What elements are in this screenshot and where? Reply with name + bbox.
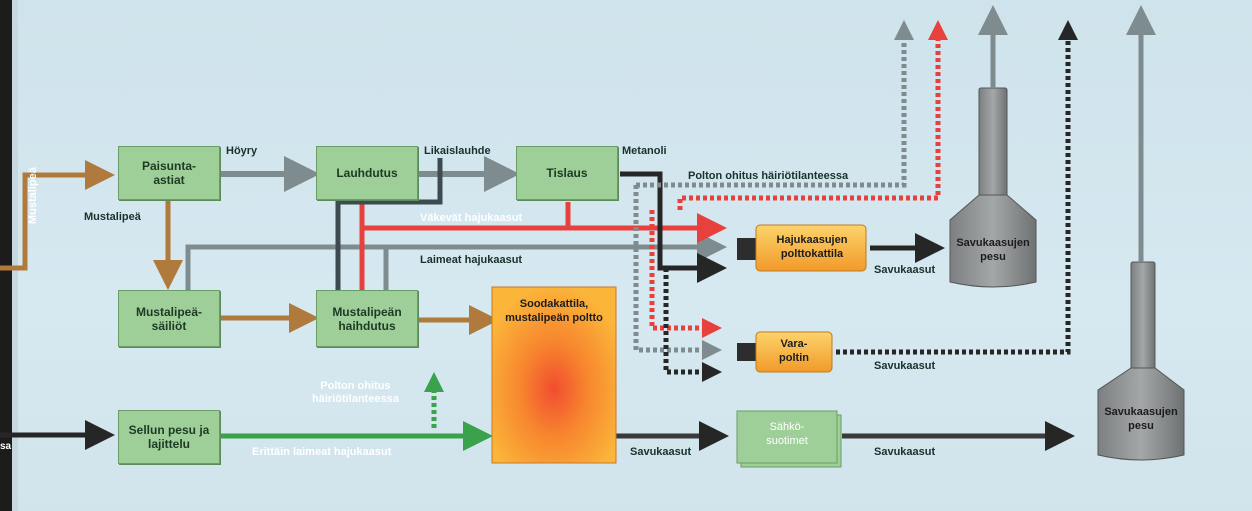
vakevat-label: Väkevät hajukaasut (420, 212, 523, 224)
savukaasujen-pesu-2-tank (1097, 261, 1185, 461)
haihdutus-box: Mustalipeän haihdutus (316, 290, 418, 347)
varapoltin-out-line (836, 20, 1078, 355)
polttokattila-cylinder (755, 224, 867, 272)
laimeat-bypass-line (633, 185, 722, 360)
mustalipea-sailiot-box: Mustalipeä- säiliöt (118, 290, 220, 347)
paisunta-astiat-box: Paisunta- astiat (118, 146, 220, 200)
sellun-pesu-box: Sellun pesu ja lajittelu (118, 410, 220, 464)
polttokattila-label: Hajukaasujen polttokattila (776, 234, 848, 260)
metanoli-bypass-line (663, 268, 722, 382)
mustalipea-vertical-label: Mustalipeä (27, 167, 39, 224)
varapoltin-label: Vara- poltin (779, 338, 809, 364)
sahkosuotimet-label: Sähkö- suotimet (766, 421, 808, 447)
soodakattila-label: Soodakattila, mustalipeän poltto (505, 298, 603, 324)
metanoli-label: Metanoli (622, 145, 667, 157)
mustalipea-in-line (0, 160, 115, 271)
lauhdutus-box: Lauhdutus (316, 146, 418, 200)
polton-ohitus-2-label: Polton ohitus häiriötilanteessa (312, 380, 399, 405)
varapoltin-cylinder (755, 331, 833, 373)
polttokattila-burner (737, 238, 759, 260)
soodakattila-box (491, 286, 617, 464)
mustalipea-label: Mustalipeä (84, 211, 141, 223)
tislaus-box: Tislaus (516, 146, 618, 200)
vakevat-bypass-line (649, 210, 722, 338)
varapoltin-burner (737, 343, 759, 361)
polton-ohitus-label: Polton ohitus häiriötilanteessa (688, 170, 849, 182)
savukaasut-label-3: Savukaasut (630, 446, 692, 458)
savukaasujen-pesu-1-tank (949, 87, 1037, 288)
page-edge (0, 0, 12, 511)
savukaasut-label-2: Savukaasut (874, 360, 936, 372)
erittain-laimeat-label: Erittäin laimeat hajukaasut (252, 446, 392, 458)
ohitus-red-line (677, 20, 948, 210)
likaislauhde-label: Likaislauhde (424, 145, 491, 157)
ohitus-gray-line (636, 20, 914, 188)
savukaasut-label-1: Savukaasut (874, 264, 936, 276)
sahkosuotimet-box (736, 410, 838, 464)
metanoli-line (620, 171, 727, 283)
hoyry-label: Höyry (226, 145, 258, 157)
laimeat-label: Laimeat hajukaasut (420, 254, 523, 266)
haihdutus-dark-line (335, 158, 443, 290)
left-edge-label: sa (0, 441, 12, 452)
savukaasujen-pesu-1-label: Savukaasujen pesu (956, 237, 1030, 263)
laimeat-line (185, 232, 727, 290)
savukaasujen-pesu-2-label: Savukaasujen pesu (1104, 406, 1178, 432)
savukaasut-label-4: Savukaasut (874, 446, 936, 458)
